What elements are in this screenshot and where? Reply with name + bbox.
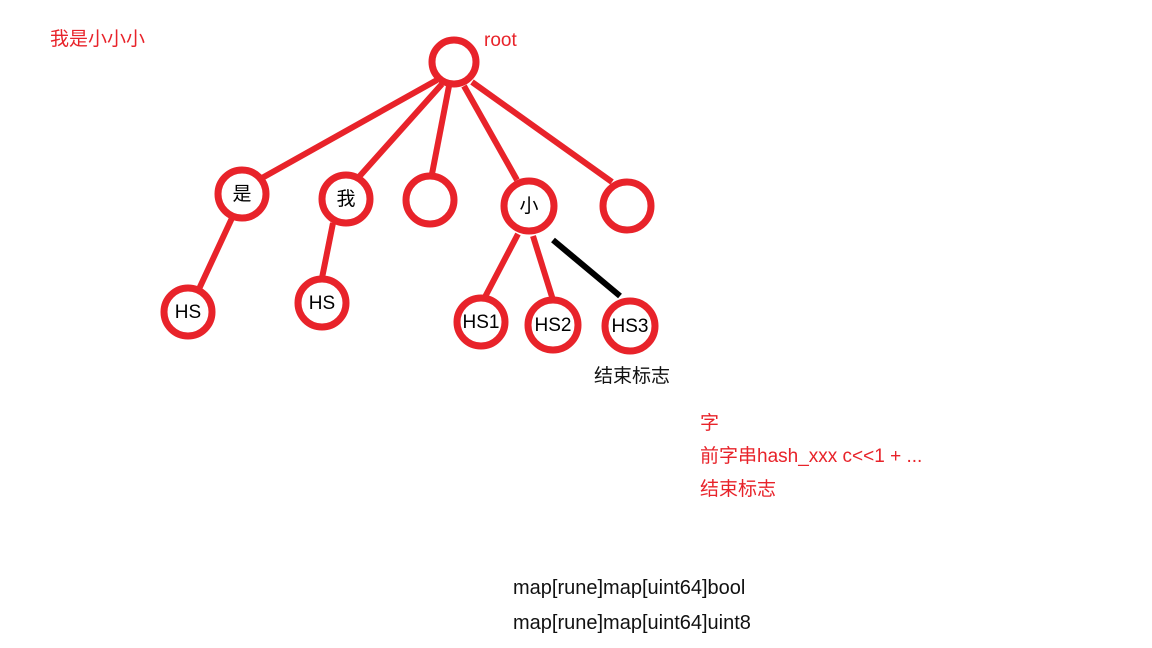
tree-edge-e-root-wo bbox=[355, 82, 445, 180]
tree-node-hs-b[interactable]: HS bbox=[294, 275, 350, 331]
node-circle-hs1 bbox=[453, 294, 509, 350]
red-note-line-2: 前字串hash_xxx c<<1 + ... bbox=[700, 445, 922, 467]
node-label-hs-b: HS bbox=[309, 293, 335, 314]
tree-node-n-xiao[interactable]: 小 bbox=[500, 177, 558, 235]
corner-note-label: 我是小小小 bbox=[50, 28, 145, 50]
tree-edge-e-root-e2 bbox=[470, 79, 614, 185]
tree-edge-e-root-shi bbox=[260, 77, 439, 181]
code-notes-block: map[rune]map[uint64]bool map[rune]map[uin… bbox=[513, 577, 751, 634]
tree-node-hs1[interactable]: HS1 bbox=[453, 294, 509, 350]
node-label-n-wo: 我 bbox=[336, 188, 355, 210]
node-label-hs1: HS1 bbox=[463, 312, 500, 333]
node-circle-hs3 bbox=[601, 297, 659, 355]
tree-edge-e-shi-hsa bbox=[196, 216, 235, 291]
node-circle-hs-b bbox=[294, 275, 350, 331]
tree-edge-e-xiao-hs3 bbox=[551, 237, 622, 299]
node-circle-n-e2 bbox=[599, 178, 655, 234]
node-circle-n-e1 bbox=[402, 172, 458, 228]
end-marker-label: 结束标志 bbox=[594, 365, 670, 387]
node-circle-hs-a bbox=[160, 284, 216, 340]
tree-nodes-layer: 是 我 小 HS HS HS1 HS2 HS3 bbox=[160, 36, 659, 355]
node-circle-root bbox=[428, 36, 480, 88]
code-note-line-1: map[rune]map[uint64]bool bbox=[513, 577, 745, 599]
code-note-line-2: map[rune]map[uint64]uint8 bbox=[513, 612, 751, 634]
tree-node-n-wo[interactable]: 我 bbox=[318, 171, 374, 227]
tree-node-n-e1[interactable] bbox=[402, 172, 458, 228]
node-label-hs3: HS3 bbox=[612, 316, 649, 337]
tree-node-hs-a[interactable]: HS bbox=[160, 284, 216, 340]
tree-node-root[interactable] bbox=[428, 36, 480, 88]
tree-edge-e-xiao-hs2 bbox=[530, 235, 556, 301]
red-note-line-1: 字 bbox=[700, 412, 719, 434]
tree-node-hs2[interactable]: HS2 bbox=[524, 296, 582, 354]
node-circle-n-shi bbox=[214, 166, 270, 222]
tree-edge-e-wo-hsb bbox=[319, 222, 336, 279]
tree-node-hs3[interactable]: HS3 bbox=[601, 297, 659, 355]
tree-node-n-shi[interactable]: 是 bbox=[214, 166, 270, 222]
tree-edge-e-xiao-hs1 bbox=[482, 232, 521, 299]
tree-edges-layer bbox=[196, 77, 622, 301]
node-circle-hs2 bbox=[524, 296, 582, 354]
tree-node-n-e2[interactable] bbox=[599, 178, 655, 234]
tree-edge-e-root-xiao bbox=[461, 84, 520, 182]
node-label-n-xiao: 小 bbox=[519, 195, 538, 217]
node-label-hs-a: HS bbox=[175, 302, 201, 323]
node-circle-n-xiao bbox=[500, 177, 558, 235]
node-label-hs2: HS2 bbox=[535, 315, 572, 336]
tree-edge-e-root-e1 bbox=[429, 85, 452, 175]
root-node-label: root bbox=[484, 30, 517, 51]
node-circle-n-wo bbox=[318, 171, 374, 227]
node-label-n-shi: 是 bbox=[232, 184, 251, 205]
red-note-line-3: 结束标志 bbox=[700, 478, 776, 500]
